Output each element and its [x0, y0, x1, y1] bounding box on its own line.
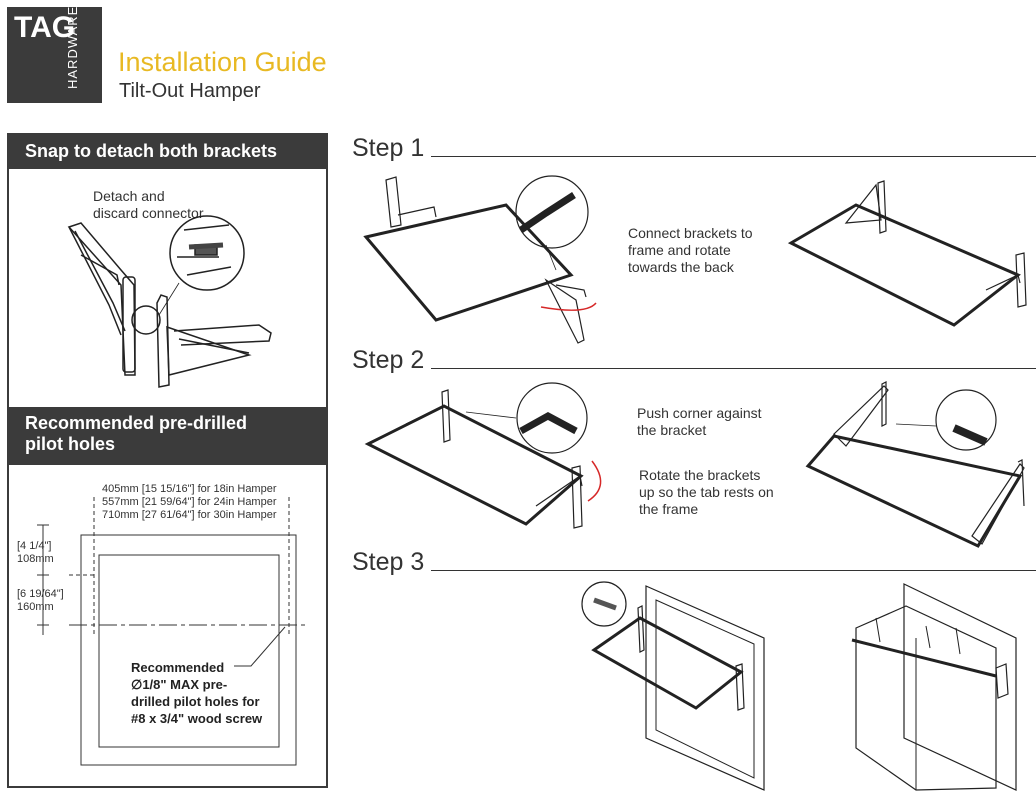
vert-dim-line: [6 19/64"] [17, 588, 64, 600]
dimension-30in: 710mm [27 61/64"] for 30in Hamper [102, 509, 277, 521]
section-title-line: pilot holes [25, 434, 115, 454]
step-2-label: Step 2 [352, 346, 425, 374]
step-3-illustration [581, 581, 1017, 791]
step-1-label: Step 1 [352, 134, 425, 162]
vert-dim-line: 160mm [17, 601, 54, 613]
section-header-detach: Snap to detach both brackets [9, 135, 326, 169]
step-text-line: the frame [639, 501, 699, 517]
dimension-24in: 557mm [21 59/64"] for 24in Hamper [102, 496, 277, 508]
pilot-note-line: Recommended [131, 660, 225, 675]
step-text-line: Push corner against [637, 405, 762, 421]
step-3-rule [431, 570, 1036, 571]
step-text-line: up so the tab rests on [639, 484, 774, 500]
step-1-text: Connect brackets to frame and rotate tow… [628, 225, 753, 276]
dimension-labels: 405mm [15 15/16"] for 18in Hamper 557mm … [102, 483, 277, 522]
pilot-note-line: drilled pilot holes for [131, 694, 260, 709]
section-header-pilot-holes: Recommended pre-drilled pilot holes [9, 407, 326, 465]
instructions-panel: Snap to detach both brackets Detach and … [7, 133, 328, 788]
vert-dim-line: 108mm [17, 553, 54, 565]
step-text-line: the bracket [637, 422, 707, 438]
step-2-rule [431, 368, 1036, 369]
bracket-detach-illustration [67, 215, 272, 388]
step-2-text-1: Push corner against the bracket [637, 405, 762, 439]
logo-side-text: HARDWARE [65, 5, 80, 89]
step-3-label: Step 3 [352, 548, 425, 576]
detach-note-line: Detach and [93, 188, 165, 204]
section-title-line: Recommended pre-drilled [25, 413, 248, 433]
step-1-rule [431, 156, 1036, 157]
pilot-hole-note: Recommended ∅1/8" MAX pre- drilled pilot… [131, 659, 262, 727]
pilot-note-line: #8 x 3/4" wood screw [131, 711, 263, 726]
step-text-line: frame and rotate [628, 242, 731, 258]
step-1-illustration [363, 175, 1027, 344]
dimension-18in: 405mm [15 15/16"] for 18in Hamper [102, 483, 277, 495]
step-2-illustration [364, 381, 1025, 548]
step-text-line: Rotate the brackets [639, 467, 761, 483]
pilot-hole-drawing [37, 497, 309, 766]
logo-text: TAG [14, 11, 76, 44]
step-2-text-2: Rotate the brackets up so the tab rests … [639, 467, 774, 518]
detach-note-line: discard connector [93, 205, 204, 221]
step-text-line: Connect brackets to [628, 225, 753, 241]
page-subtitle: Tilt-Out Hamper [119, 80, 261, 102]
page-title: Installation Guide [118, 47, 327, 77]
detach-note: Detach and discard connector [93, 188, 204, 222]
step-text-line: towards the back [628, 259, 734, 275]
brand-logo: TAG HARDWARE [7, 5, 102, 103]
vertical-dim-2: [6 19/64"] 160mm [17, 588, 64, 614]
pilot-note-line: ∅1/8" MAX pre- [131, 677, 228, 692]
